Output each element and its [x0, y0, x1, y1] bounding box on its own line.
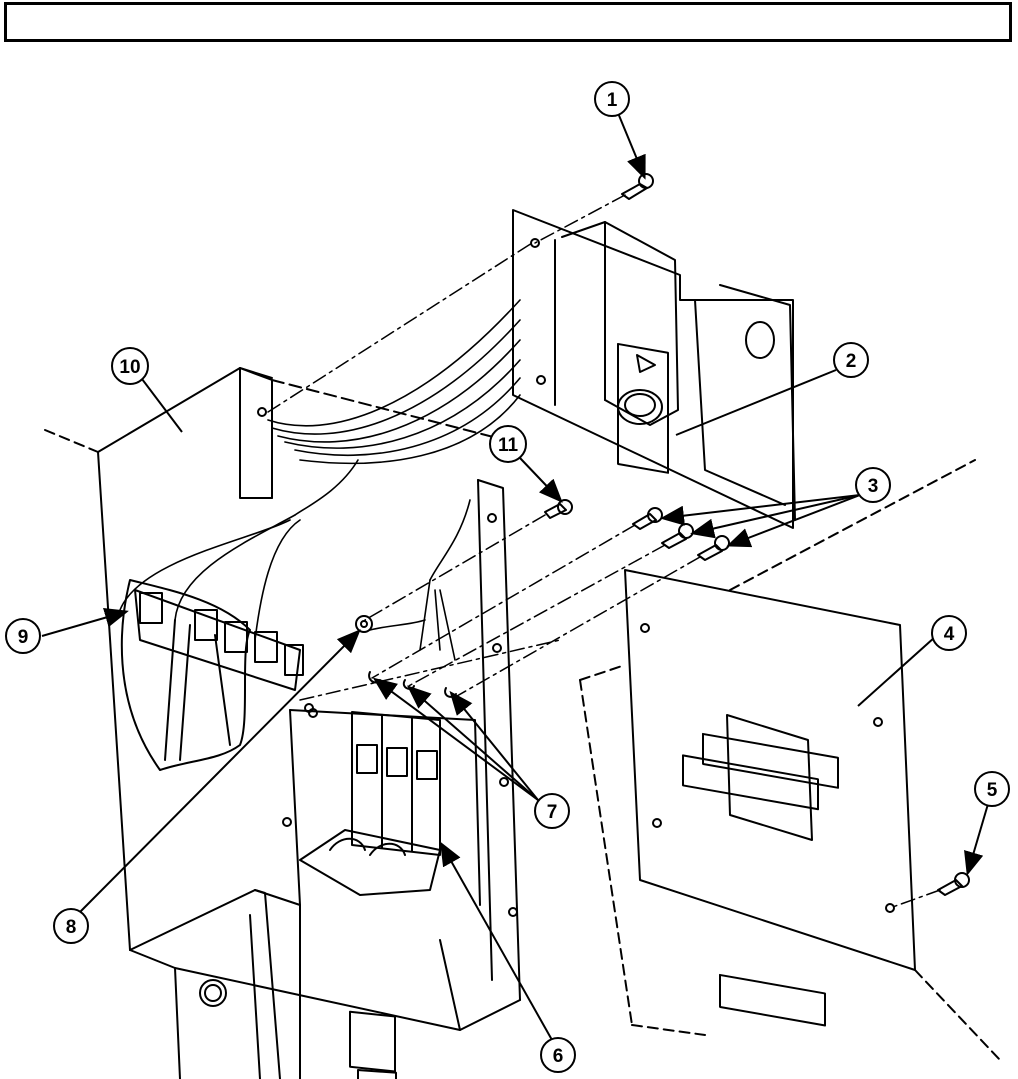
- screw-3b: [662, 524, 693, 548]
- callout-11: 11: [490, 426, 526, 462]
- callout-10: 10: [112, 348, 148, 384]
- callout-2: 2: [834, 343, 868, 377]
- svg-text:1: 1: [607, 90, 618, 111]
- callout-4: 4: [932, 616, 966, 650]
- svg-text:11: 11: [498, 435, 519, 456]
- svg-text:3: 3: [868, 476, 879, 497]
- leader-lines: [42, 113, 988, 1040]
- svg-text:6: 6: [553, 1046, 564, 1067]
- svg-text:7: 7: [547, 802, 558, 823]
- callout-8: 8: [54, 909, 88, 943]
- callout-1: 1: [595, 82, 629, 116]
- svg-text:2: 2: [846, 351, 857, 372]
- callout-markers: 1 2 3 4 5 6 7 8: [6, 82, 1009, 1072]
- screw-5: [938, 873, 969, 895]
- terminal-board-part: [122, 580, 303, 770]
- screw-1: [622, 174, 653, 199]
- ground-lug-part: [356, 616, 372, 632]
- svg-text:5: 5: [987, 780, 998, 801]
- svg-text:8: 8: [66, 917, 77, 938]
- callout-7: 7: [535, 794, 569, 828]
- callout-3: 3: [856, 468, 890, 502]
- screw-11: [545, 500, 572, 518]
- circuit-breaker-part: [300, 712, 440, 895]
- svg-text:9: 9: [18, 627, 29, 648]
- screw-3c: [698, 536, 729, 560]
- callout-9: 9: [6, 619, 40, 653]
- screw-3a: [633, 508, 662, 529]
- cabinet-body: [45, 368, 520, 1079]
- module-assembly: [513, 210, 795, 528]
- callout-6: 6: [541, 1038, 575, 1072]
- cover-panel-part: [580, 460, 1000, 1060]
- callout-5: 5: [975, 772, 1009, 806]
- svg-text:4: 4: [944, 624, 955, 645]
- svg-text:10: 10: [119, 357, 140, 378]
